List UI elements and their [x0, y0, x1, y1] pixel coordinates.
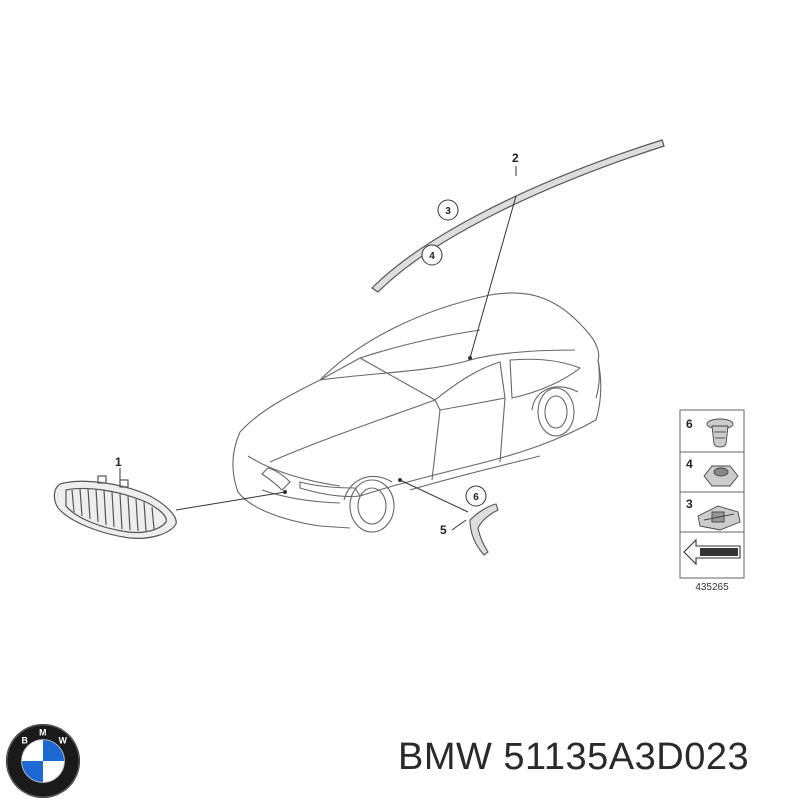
kidney-grille	[53, 475, 177, 539]
leader-dot-2	[468, 356, 472, 360]
svg-text:4: 4	[429, 251, 435, 262]
legend-num-3: 3	[686, 497, 693, 511]
callout-2: 2	[512, 151, 519, 165]
legend-num-4: 4	[686, 457, 693, 471]
rivet-nut-icon	[706, 418, 734, 448]
circled-callout-4: 4	[421, 244, 443, 266]
circled-callout-6: 6	[465, 485, 487, 507]
bmw-logo: B M W	[5, 723, 81, 799]
leader-dot-5	[398, 478, 402, 482]
svg-text:W: W	[59, 735, 68, 745]
svg-text:6: 6	[473, 492, 479, 503]
leader-lines	[119, 166, 517, 531]
sill-trim-piece	[469, 503, 499, 556]
circled-callout-3: 3	[437, 199, 459, 221]
legend-num-6: 6	[686, 417, 693, 431]
arrow-icon	[683, 538, 741, 566]
fastener-legend: 6 4 3 435265	[679, 409, 745, 593]
callout-5: 5	[440, 523, 447, 537]
callout-1: 1	[115, 455, 122, 469]
part-number-label: BMW 51135A3D023	[398, 736, 750, 778]
svg-text:B: B	[22, 735, 28, 745]
hex-nut-icon	[703, 465, 739, 487]
svg-text:3: 3	[445, 206, 451, 217]
car-body-outline	[232, 292, 602, 533]
legend-code: 435265	[695, 582, 729, 593]
svg-text:M: M	[39, 728, 46, 738]
clip-icon	[697, 505, 741, 531]
leader-dot-1	[283, 490, 287, 494]
